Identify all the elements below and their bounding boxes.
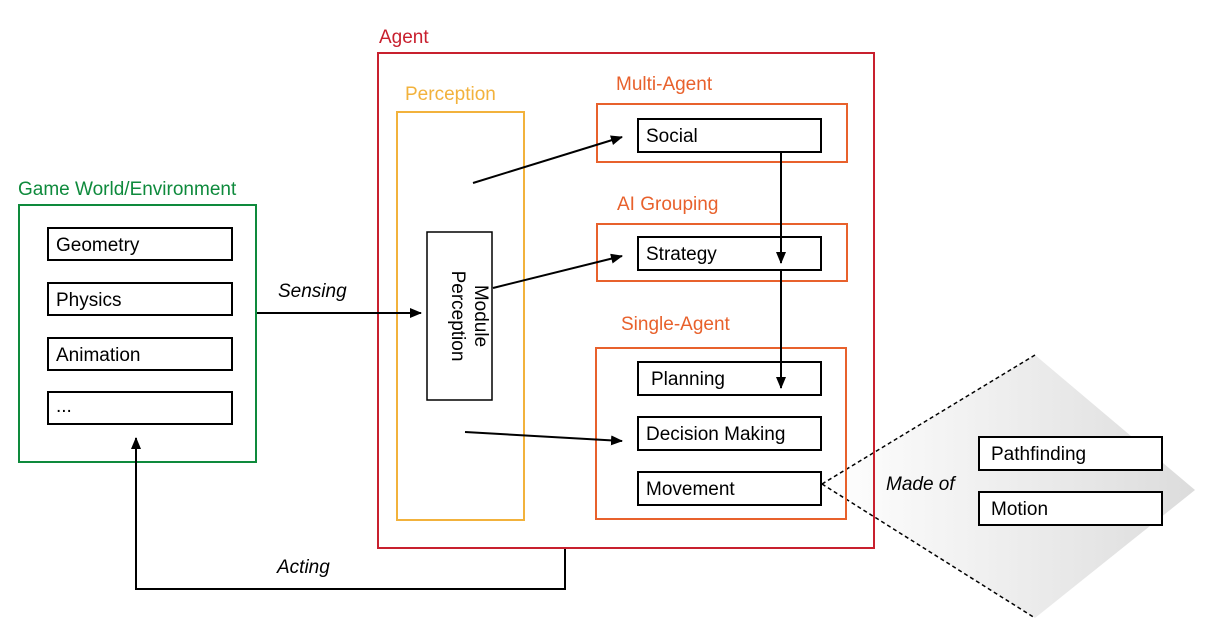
multi-agent-title: Multi-Agent — [616, 74, 713, 95]
perception-module-box — [426, 231, 493, 401]
strategy-label: Strategy — [646, 244, 717, 265]
pathfinding-box — [978, 436, 1163, 471]
motion-box — [978, 491, 1163, 526]
single-agent-box — [595, 347, 847, 520]
perception-module-label-line2: Module — [470, 285, 491, 347]
environment-title: Game World/Environment — [18, 179, 237, 200]
multi-agent-box — [596, 103, 848, 163]
perception-title: Perception — [405, 84, 496, 105]
arrow-to-strategy — [492, 253, 623, 289]
decision-making-box — [637, 416, 822, 451]
environment-item-animation — [47, 337, 233, 371]
environment-item-geometry — [47, 227, 233, 261]
perception-module-label-line1: Perception — [447, 271, 468, 362]
motion-label: Motion — [991, 499, 1048, 520]
acting-arrow — [131, 437, 566, 590]
arrow-to-social — [472, 135, 623, 184]
environment-item-label: ... — [56, 396, 72, 417]
ai-grouping-box — [596, 223, 848, 282]
strategy-box — [637, 236, 822, 271]
sensing-label: Sensing — [278, 281, 347, 302]
environment-item-label: Physics — [56, 290, 121, 311]
arrow-to-decision-making — [464, 431, 623, 446]
ai-grouping-title: AI Grouping — [617, 194, 718, 215]
single-agent-title: Single-Agent — [621, 314, 731, 335]
agent-title: Agent — [379, 27, 429, 48]
planning-box — [637, 361, 822, 396]
acting-label: Acting — [276, 557, 330, 578]
agent-box — [377, 52, 875, 549]
movement-label: Movement — [646, 479, 735, 500]
environment-box — [18, 204, 257, 463]
social-box — [637, 118, 822, 153]
movement-box — [637, 471, 822, 506]
pathfinding-label: Pathfinding — [991, 444, 1086, 465]
environment-item-label: Geometry — [56, 235, 140, 256]
social-label: Social — [646, 126, 698, 147]
made-of-label: Made of — [886, 474, 956, 495]
decision-making-label: Decision Making — [646, 424, 785, 445]
environment-item-more — [47, 391, 233, 425]
environment-item-label: Animation — [56, 345, 141, 366]
perception-box — [396, 111, 525, 521]
planning-label: Planning — [651, 369, 725, 390]
environment-item-physics — [47, 282, 233, 316]
movement-zoom-region — [822, 355, 1195, 618]
